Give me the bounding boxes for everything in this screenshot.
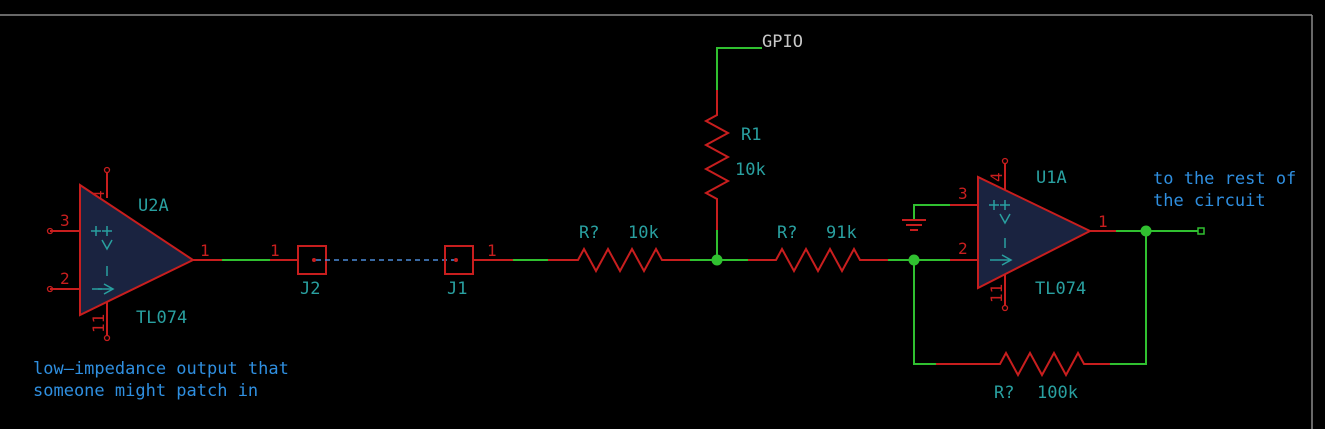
j1-reference: J1 [447, 279, 467, 299]
connector-j1[interactable]: 1 J1 [444, 241, 513, 299]
output-note-line-1: to the rest of [1153, 169, 1296, 189]
u1a-pin-out-number: 1 [1098, 212, 1108, 231]
gpio-net-label[interactable]: GPIO [762, 32, 803, 52]
u1a-pin-minus-number: 2 [958, 239, 968, 258]
resistor-r-input[interactable]: R? 10k [548, 223, 690, 274]
u1a-reference: U1A [1036, 168, 1067, 188]
u1a-pin-vpos-number: 4 [987, 172, 1006, 182]
u1a-pin-plus-number: 3 [958, 184, 968, 203]
source-note-line-1: low–impedance output that [33, 359, 289, 379]
u2a-value: TL074 [136, 308, 187, 328]
opamp-u1a[interactable]: 3 2 1 4 11 U1A TL074 [950, 157, 1116, 312]
r1-value: 10k [735, 160, 766, 180]
junction-dot [1140, 225, 1152, 237]
resistor-r-feedback[interactable]: R? 100k [936, 350, 1110, 403]
wires [222, 47, 1198, 365]
u2a-reference: U2A [138, 196, 169, 216]
output-note-line-2: the circuit [1153, 191, 1266, 211]
r-feedback-value: 100k [1037, 383, 1078, 403]
u2a-pin-minus-number: 2 [60, 269, 70, 288]
wire-feedback-right[interactable] [1110, 231, 1147, 365]
u1a-value: TL074 [1035, 279, 1086, 299]
source-note-line-2: someone might patch in [33, 381, 258, 401]
ground-symbol[interactable] [902, 205, 926, 231]
r-input-reference: R? [579, 223, 599, 243]
junction-dot [908, 254, 920, 266]
r-input-value: 10k [628, 223, 659, 243]
r-mid-value: 91k [826, 223, 857, 243]
r-mid-reference: R? [777, 223, 797, 243]
opamp-u2a[interactable]: 3 2 1 4 11 U2A TL074 [46, 166, 223, 342]
resistor-r1[interactable]: R1 10k [703, 90, 766, 230]
opamp-u2a-body[interactable] [79, 183, 196, 317]
u1a-pin-vneg-number: 11 [987, 284, 1006, 303]
junctions [711, 225, 1152, 266]
wire-gpio-to-r1[interactable] [716, 47, 762, 90]
u2a-pin-plus-number: 3 [60, 211, 70, 230]
resistor-r-mid[interactable]: R? 91k [748, 223, 888, 274]
wire-feedback-left[interactable] [913, 260, 936, 365]
sheet-border [0, 14, 1313, 429]
r1-reference: R1 [741, 125, 761, 145]
j2-reference: J2 [300, 279, 320, 299]
output-port-marker[interactable] [1197, 227, 1205, 235]
u2a-pin-out-number: 1 [200, 241, 210, 260]
r-feedback-reference: R? [994, 383, 1014, 403]
j2-pin-number: 1 [270, 241, 280, 260]
junction-dot [711, 254, 723, 266]
u2a-pin-vneg-number: 11 [89, 314, 108, 333]
j1-pin-number: 1 [487, 241, 497, 260]
u2a-pin-vpos-number: 4 [89, 190, 108, 200]
